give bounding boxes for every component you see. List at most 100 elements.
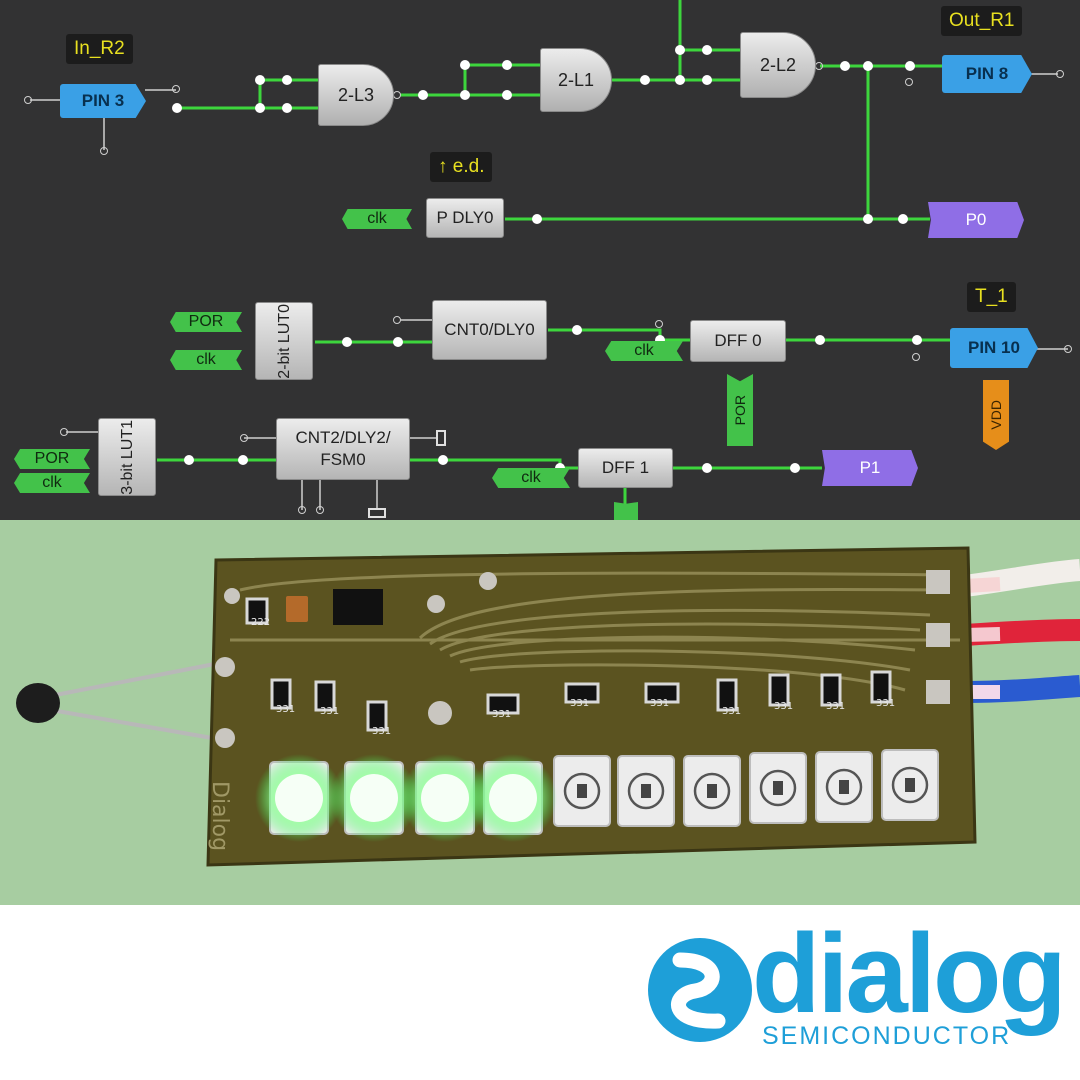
block-2bit-lut0-label: 2-bit LUT0 (275, 303, 293, 379)
signal-por-vertical[interactable]: POR (727, 374, 753, 446)
block-terminal (298, 506, 306, 514)
pin-terminal (905, 78, 913, 86)
pin-terminal (100, 147, 108, 155)
signal-stub (614, 502, 638, 520)
terminal-dot (282, 75, 292, 85)
pin-terminal (1064, 345, 1072, 353)
brand-tagline: SEMICONDUCTOR (762, 1022, 1012, 1050)
label-in-r2: In_R2 (66, 34, 133, 64)
junction-dot (460, 60, 470, 70)
terminal-dot (532, 214, 542, 224)
pin-terminal (1056, 70, 1064, 78)
schematic-canvas[interactable]: In_R2 Out_R1 ↑ e.d. T_1 PIN 3 PIN 8 PIN … (0, 0, 1080, 520)
terminal-dot (572, 325, 582, 335)
junction-dot (255, 103, 265, 113)
wires (30, 0, 1068, 520)
signal-por-label: POR (731, 394, 748, 426)
resistor-label: 222 (251, 617, 271, 628)
terminal-dot (502, 90, 512, 100)
pin-terminal (172, 85, 180, 93)
board-photo: Dialog 222 331 331 331 331 331 331 331 331 331 331 (0, 520, 1080, 905)
signal-clk[interactable]: clk (492, 468, 570, 488)
pcb-illustration (16, 546, 1080, 867)
terminal-dot (172, 103, 182, 113)
terminal-dot (342, 337, 352, 347)
gate-2-l3[interactable]: 2-L3 (318, 64, 394, 126)
pin-10[interactable]: PIN 10 (950, 328, 1038, 368)
resistor-label: 331 (492, 709, 512, 720)
gate-2-l1[interactable]: 2-L1 (540, 48, 612, 112)
terminal-dot (790, 463, 800, 473)
signal-por[interactable]: POR (170, 312, 242, 332)
terminal-dot (702, 75, 712, 85)
gate-output-terminal (393, 91, 401, 99)
dialog-logo-mark (648, 938, 752, 1042)
resistor-label: 331 (320, 706, 340, 717)
junction-dot (675, 45, 685, 55)
terminal-dot (438, 455, 448, 465)
block-dff1[interactable]: DFF 1 (578, 448, 673, 488)
terminal-dot (640, 75, 650, 85)
terminal-dot (702, 463, 712, 473)
resistor-label: 331 (372, 726, 392, 737)
block-dff0[interactable]: DFF 0 (690, 320, 786, 362)
resistor-label: 331 (826, 701, 846, 712)
pin-3[interactable]: PIN 3 (60, 84, 146, 118)
block-2bit-lut0[interactable]: 2-bit LUT0 (255, 302, 313, 380)
signal-clk[interactable]: clk (14, 473, 90, 493)
brand-name: dialog (752, 911, 1067, 1036)
junction-dot (255, 75, 265, 85)
pin-8[interactable]: PIN 8 (942, 55, 1032, 93)
signal-clk[interactable]: clk (605, 341, 683, 361)
terminal-dot (898, 214, 908, 224)
terminal-dot (184, 455, 194, 465)
port-p1[interactable]: P1 (822, 450, 918, 486)
junction-dot (675, 75, 685, 85)
terminal-dot (238, 455, 248, 465)
label-out-r1: Out_R1 (941, 6, 1023, 36)
terminal-dot (840, 61, 850, 71)
block-port-square (436, 430, 446, 446)
gate-2-l2[interactable]: 2-L2 (740, 32, 816, 98)
block-3bit-lut1[interactable]: 3-bit LUT1 (98, 418, 156, 496)
block-port-square (368, 508, 386, 518)
block-terminal (240, 434, 248, 442)
terminal-dot (905, 61, 915, 71)
block-terminal (316, 506, 324, 514)
resistor-label: 331 (570, 698, 590, 709)
block-cnt0-dly0[interactable]: CNT0/DLY0 (432, 300, 547, 360)
resistor-label: 331 (774, 701, 794, 712)
terminal-dot (815, 335, 825, 345)
resistor-label: 331 (276, 704, 296, 715)
terminal-dot (418, 90, 428, 100)
block-terminal (60, 428, 68, 436)
resistor-label: 331 (876, 698, 896, 709)
signal-clk[interactable]: clk (342, 209, 412, 229)
terminal-dot (282, 103, 292, 113)
signal-vdd[interactable]: VDD (983, 380, 1009, 450)
block-terminal (393, 316, 401, 324)
signal-vdd-label: VDD (987, 400, 1004, 430)
block-cnt2-dly2-fsm0[interactable]: CNT2/DLY2/ FSM0 (276, 418, 410, 480)
board-silkscreen: Dialog (207, 781, 232, 852)
block-p-dly0[interactable]: P DLY0 (426, 198, 504, 238)
port-p0[interactable]: P0 (928, 202, 1024, 238)
gate-output-terminal (815, 62, 823, 70)
label-t-1: T_1 (967, 282, 1016, 312)
signal-por[interactable]: POR (14, 449, 90, 469)
resistor-label: 331 (722, 706, 742, 717)
terminal-dot (702, 45, 712, 55)
junction-dot (863, 61, 873, 71)
resistor-label: 331 (650, 698, 670, 709)
block-3bit-lut1-label: 3-bit LUT1 (118, 419, 136, 495)
pin-terminal (912, 353, 920, 361)
block-terminal (655, 320, 663, 328)
label-edge-detect: ↑ e.d. (430, 152, 493, 182)
junction-dot (863, 214, 873, 224)
logo-area: dialog SEMICONDUCTOR (0, 905, 1080, 1080)
junction-dot (460, 90, 470, 100)
terminal-dot (502, 60, 512, 70)
signal-clk[interactable]: clk (170, 350, 242, 370)
terminal-dot (393, 337, 403, 347)
terminal-dot (912, 335, 922, 345)
